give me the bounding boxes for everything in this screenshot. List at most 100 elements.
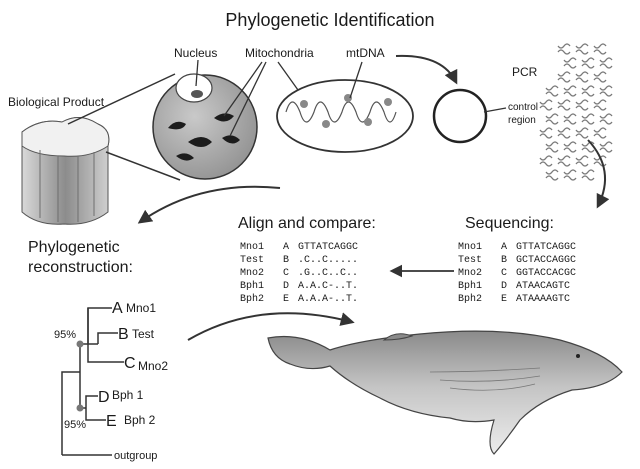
dna-copy-icon bbox=[593, 71, 607, 83]
dna-copy-icon bbox=[593, 99, 607, 111]
phylogenetic-tree bbox=[61, 307, 124, 456]
heading-align-compare: Align and compare: bbox=[238, 215, 376, 232]
align-row-name: Mno2 bbox=[240, 268, 264, 279]
diagram-title: Phylogenetic Identification bbox=[225, 10, 434, 30]
dna-copy-icon bbox=[581, 57, 595, 69]
dna-copy-icon bbox=[545, 85, 559, 97]
align-row-name: Bph1 bbox=[240, 280, 264, 292]
dna-copy-icon bbox=[563, 113, 577, 125]
tree-leaf-name: Bph 2 bbox=[124, 413, 156, 427]
dna-copy-icon bbox=[563, 141, 577, 153]
dna-copy-icon bbox=[575, 71, 589, 83]
align-row-name: Bph2 bbox=[240, 293, 264, 305]
dna-copy-icon bbox=[599, 57, 613, 69]
pointer-control-region bbox=[483, 107, 507, 113]
pointer-mito-2 bbox=[229, 61, 267, 137]
tree-leaf-letter: B bbox=[118, 326, 129, 343]
bootstrap-upper: 95% bbox=[54, 329, 76, 341]
label-mitochondria: Mitochondria bbox=[245, 46, 314, 60]
tree-branch-lower bbox=[79, 372, 86, 409]
tree-leaf-name: Mno1 bbox=[126, 301, 156, 315]
humpback-whale-illustration bbox=[267, 330, 623, 455]
seq-row-letter: C bbox=[501, 268, 507, 279]
dna-copy-icon bbox=[545, 113, 559, 125]
seq-row-seq: GCTACCAGGC bbox=[516, 255, 576, 266]
arrow-to-phylogenetic bbox=[137, 185, 281, 224]
dna-copy-icon bbox=[593, 127, 607, 139]
dna-copy-icon bbox=[581, 169, 595, 181]
sequencing-table: Mno1 A GTTATCAGGC Test B GCTACCAGGC Mno2… bbox=[458, 242, 576, 305]
dna-copy-icon bbox=[539, 99, 553, 111]
dna-copy-icon bbox=[545, 169, 559, 181]
tree-node-dot-lower bbox=[76, 404, 84, 412]
pcr-dna-copies bbox=[539, 43, 613, 181]
tree-leaf-letter: D bbox=[98, 389, 110, 406]
seq-row-seq: GTTATCAGGC bbox=[516, 242, 576, 253]
heading-phylo-line1: Phylogenetic bbox=[28, 239, 120, 256]
label-control-region-line1: control bbox=[508, 102, 538, 113]
seq-row-letter: D bbox=[501, 281, 507, 292]
mtdna-circle bbox=[432, 88, 488, 144]
tree-leaf-name: Bph 1 bbox=[112, 388, 144, 402]
align-row-name: Test bbox=[240, 255, 264, 266]
seq-row-letter: E bbox=[501, 294, 507, 305]
dna-copy-icon bbox=[539, 155, 553, 167]
align-row-seq: A.A.C-..T. bbox=[298, 281, 358, 292]
label-mtdna: mtDNA bbox=[346, 46, 385, 60]
dna-copy-icon bbox=[575, 43, 589, 55]
tree-leaf-name: Mno2 bbox=[138, 359, 168, 373]
dna-copy-icon bbox=[575, 127, 589, 139]
tree-branch-d bbox=[85, 395, 98, 408]
seq-row-seq: ATAAAAGTC bbox=[516, 294, 570, 305]
dna-copy-icon bbox=[599, 85, 613, 97]
align-row-letter: D bbox=[283, 281, 289, 292]
seq-row-seq: ATAACAGTC bbox=[516, 281, 570, 292]
dna-copy-icon bbox=[563, 169, 577, 181]
seq-row-seq: GGTACCACGC bbox=[516, 268, 576, 279]
arrow-to-mtdna-circle bbox=[395, 54, 458, 85]
zoom-line-bottom bbox=[105, 151, 181, 181]
dna-copy-icon bbox=[575, 155, 589, 167]
tree-outgroup-label: outgroup bbox=[114, 450, 157, 462]
pointer-mito-1 bbox=[223, 61, 263, 117]
dna-copy-icon bbox=[563, 85, 577, 97]
tree-leaf-letter: E bbox=[106, 413, 117, 430]
align-row-seq: .G..C..C.. bbox=[298, 268, 358, 279]
arrow-to-sequencing bbox=[587, 139, 610, 209]
pointer-mtdna bbox=[349, 61, 363, 99]
zoom-line-top bbox=[67, 73, 176, 125]
tree-branch-c bbox=[87, 308, 124, 363]
tree-branch-e bbox=[85, 408, 106, 421]
label-control-region-line2: region bbox=[508, 115, 536, 126]
arrow-to-whale bbox=[187, 312, 355, 341]
dna-copy-icon bbox=[557, 71, 571, 83]
label-biological-product: Biological Product bbox=[8, 95, 105, 109]
label-pcr: PCR bbox=[512, 65, 538, 79]
tree-branch-a bbox=[87, 307, 112, 344]
dna-copy-icon bbox=[581, 85, 595, 97]
align-row-letter: E bbox=[283, 294, 289, 305]
dna-copy-icon bbox=[581, 141, 595, 153]
tree-leaf-letter: C bbox=[124, 355, 136, 372]
align-row-letter: C bbox=[283, 268, 289, 279]
align-row-seq: .C..C..... bbox=[298, 255, 358, 266]
dna-copy-icon bbox=[563, 57, 577, 69]
seq-row-name: Bph2 bbox=[458, 293, 482, 305]
dna-copy-icon bbox=[599, 113, 613, 125]
align-row-letter: B bbox=[283, 255, 289, 266]
alignment-table: Mno1 A GTTATCAGGC Test B .C..C..... Mno2… bbox=[240, 242, 358, 305]
align-row-seq: GTTATCAGGC bbox=[298, 242, 358, 253]
tree-branch-b bbox=[88, 332, 118, 345]
heading-phylo-line2: reconstruction: bbox=[28, 259, 133, 276]
tree-leaf-letter: A bbox=[112, 300, 123, 317]
seq-row-name: Mno2 bbox=[458, 268, 482, 279]
heading-sequencing: Sequencing: bbox=[465, 215, 554, 232]
tree-branch-upper bbox=[79, 343, 88, 372]
cell-illustration bbox=[152, 73, 258, 180]
tree-branch-root bbox=[61, 371, 80, 455]
dna-copy-icon bbox=[545, 141, 559, 153]
align-row-seq: A.A.A-..T. bbox=[298, 294, 358, 305]
mitochondrion-illustration bbox=[276, 79, 414, 153]
